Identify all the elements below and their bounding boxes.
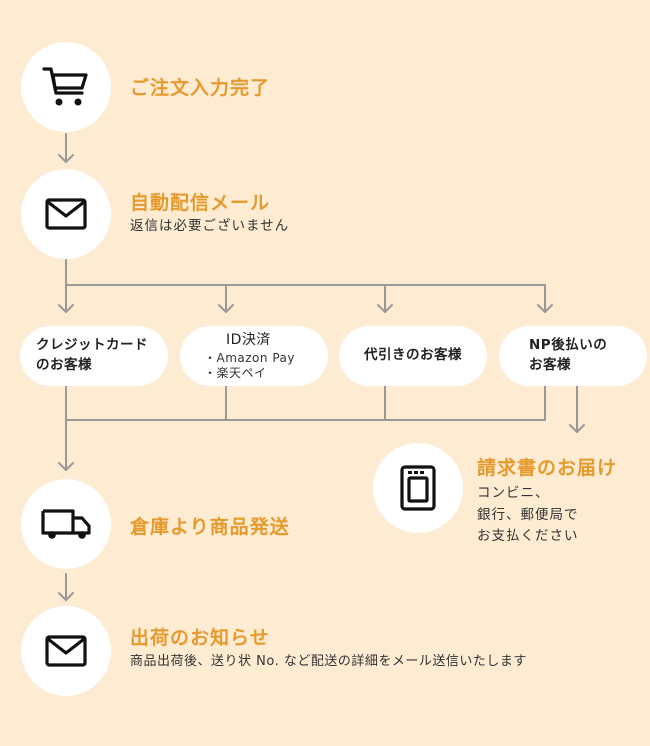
- invoice-line-1: コンビニ、: [477, 485, 550, 501]
- payment-id-option-amazon: ・Amazon Pay: [204, 350, 295, 365]
- auto-mail-step-circle: [21, 169, 111, 259]
- payment-cod-line-1: 代引きのお客様: [364, 347, 462, 364]
- invoice-step-title: 請求書のお届け: [477, 457, 618, 479]
- invoice-line-2: 銀行、郵便局で: [477, 506, 579, 523]
- ship-step-title: 倉庫より商品発送: [130, 516, 290, 538]
- ship-step-circle: [21, 479, 111, 569]
- invoice-icon: [400, 465, 436, 511]
- cart-icon: [42, 67, 88, 106]
- payment-credit-card: クレジットカード のお客様: [20, 326, 168, 386]
- arrowhead-to-invoice: [569, 424, 585, 433]
- payment-id-title: ID決済: [226, 332, 271, 349]
- payment-np-line-2: お客様: [529, 357, 571, 373]
- order-step-circle: [21, 42, 111, 132]
- payment-np: NP後払いの お客様: [499, 326, 647, 386]
- invoice-step-circle: [373, 443, 463, 533]
- mail-icon: [45, 635, 87, 667]
- notice-step-subtitle: 商品出荷後、送り状 No. など配送の詳細をメール送信いたします: [130, 654, 527, 669]
- payment-id: ID決済 ・Amazon Pay ・楽天ペイ: [180, 326, 328, 386]
- truck-icon: [41, 509, 91, 539]
- arrowhead-id: [218, 304, 234, 313]
- payment-np-line-1: NP後払いの: [529, 337, 608, 354]
- auto-mail-step-title: 自動配信メール: [130, 192, 271, 214]
- arrowhead-to-notice: [58, 592, 74, 601]
- mail-icon: [45, 198, 87, 230]
- arrowhead-to-ship: [58, 462, 74, 471]
- payment-credit-line-1: クレジットカード: [36, 337, 148, 354]
- auto-mail-step-subtitle: 返信は必要ございません: [130, 218, 290, 234]
- invoice-step-details: コンビニ、 銀行、郵便局で お支払ください: [477, 483, 579, 548]
- payment-id-option-rakuten: ・楽天ペイ: [204, 366, 267, 381]
- notice-step-circle: [21, 606, 111, 696]
- arrowhead-credit: [58, 304, 74, 313]
- arrowhead-order-to-mail: [58, 154, 74, 163]
- payment-credit-line-2: のお客様: [36, 357, 92, 373]
- payment-cod: 代引きのお客様: [339, 326, 487, 386]
- invoice-line-3: お支払ください: [477, 528, 579, 545]
- notice-step-title: 出荷のお知らせ: [130, 627, 270, 649]
- order-step-title: ご注文入力完了: [130, 77, 271, 99]
- arrowhead-np: [537, 304, 553, 313]
- arrowhead-cod: [377, 304, 393, 313]
